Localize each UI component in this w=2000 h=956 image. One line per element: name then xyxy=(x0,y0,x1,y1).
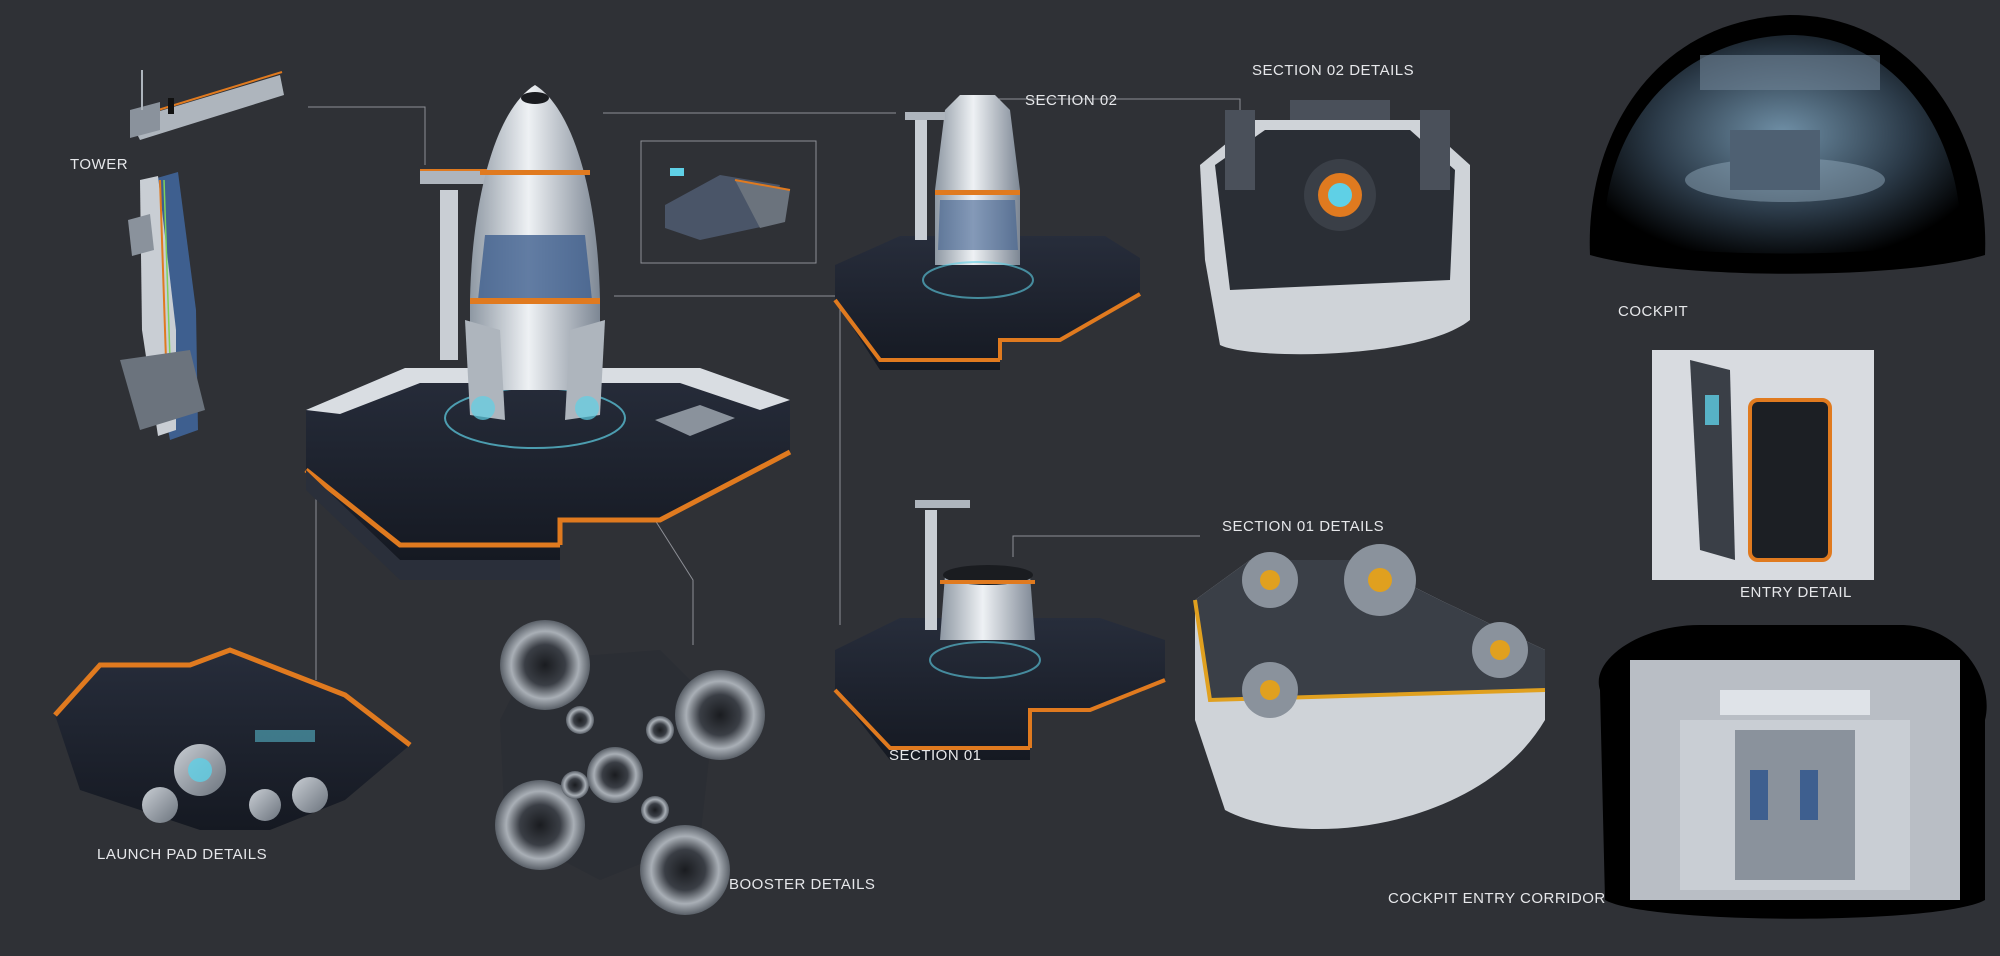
callout-frame xyxy=(640,140,817,264)
section-01-details-label: SECTION 01 DETAILS xyxy=(1222,518,1385,535)
cockpit-entry-corridor-label: COCKPIT ENTRY CORRIDOR xyxy=(1388,890,1606,907)
entry-detail-illustration xyxy=(1652,350,1874,580)
section-02-details-illustration xyxy=(1200,100,1470,355)
corridor-illustration xyxy=(1598,625,1987,919)
crane-detail-illustration xyxy=(665,168,791,240)
tower-illustration xyxy=(120,70,284,440)
launch-pad-details-label: LAUNCH PAD DETAILS xyxy=(97,846,268,863)
booster-details-illustration xyxy=(495,620,765,915)
main-rocket-illustration xyxy=(304,85,792,580)
section-02-label: SECTION 02 xyxy=(1025,92,1118,109)
cockpit-label: COCKPIT xyxy=(1618,303,1689,320)
section-02-illustration xyxy=(833,95,1141,370)
section-02-details-label: SECTION 02 DETAILS xyxy=(1252,62,1415,79)
booster-details-label: BOOSTER DETAILS xyxy=(729,876,876,893)
cockpit-illustration xyxy=(1589,15,1986,274)
section-01-illustration xyxy=(833,500,1166,760)
entry-detail-label: ENTRY DETAIL xyxy=(1740,584,1852,601)
section-01-details-illustration xyxy=(1193,544,1546,830)
launch-pad-details-illustration xyxy=(53,647,412,830)
tower-label: TOWER xyxy=(70,156,129,173)
section-01-label: SECTION 01 xyxy=(889,747,982,764)
